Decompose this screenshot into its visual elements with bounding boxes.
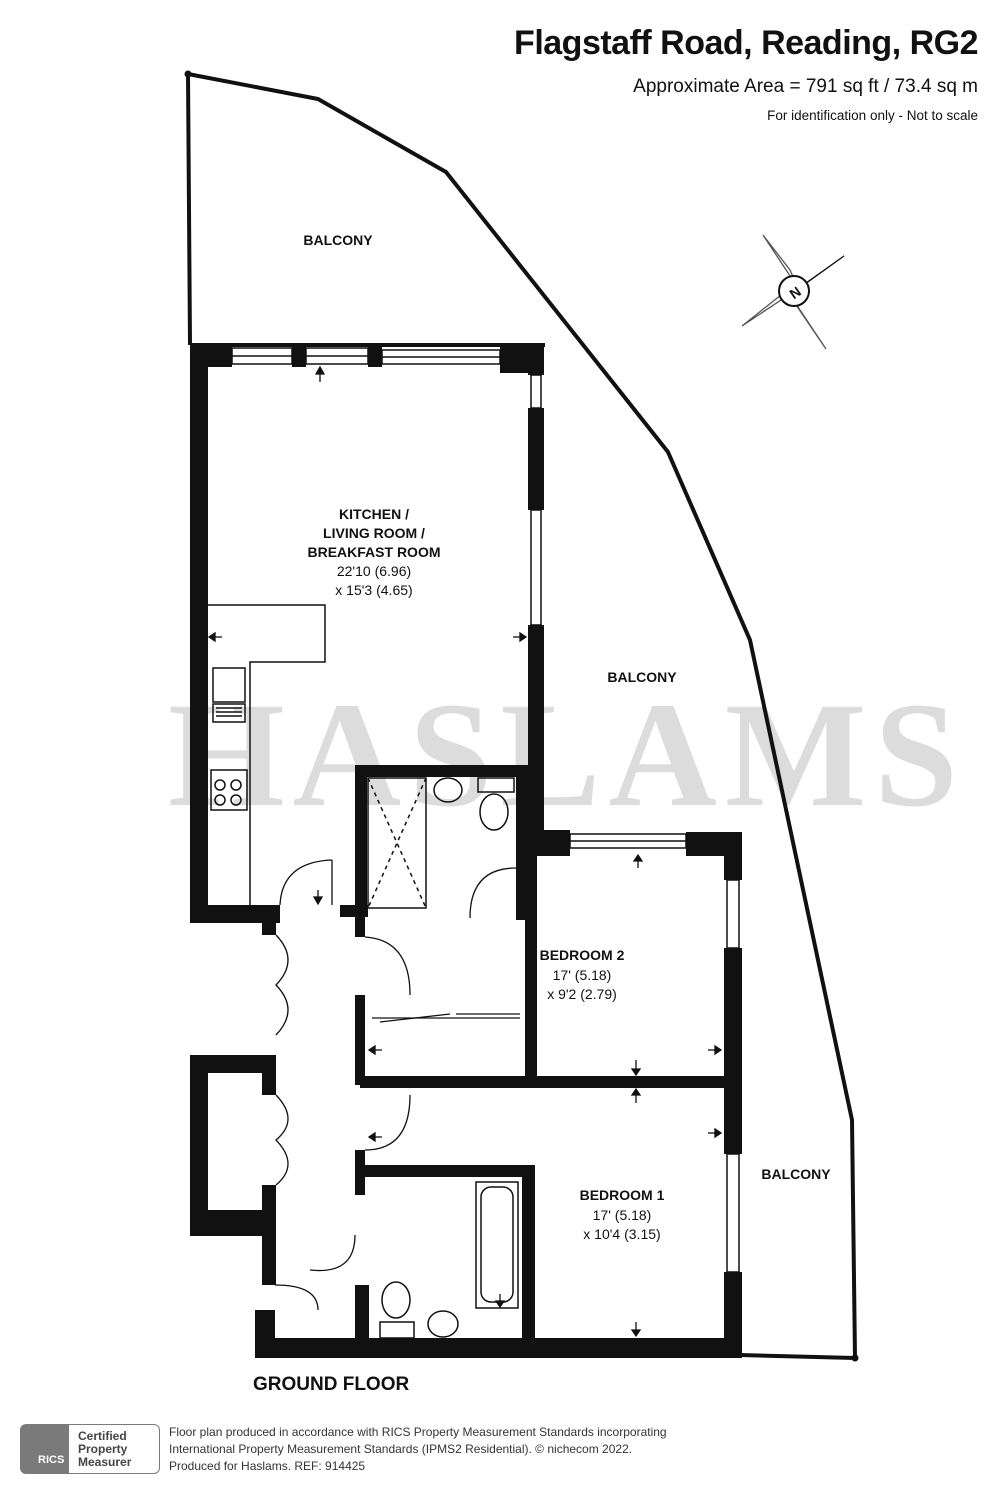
footer-line-1: Floor plan produced in accordance with R… — [169, 1425, 667, 1439]
bathroom-fixtures — [367, 777, 519, 1339]
bedroom2-dimension-1: 17' (5.18) — [553, 967, 612, 983]
kitchen-dimension-2: x 15'3 (4.65) — [335, 582, 412, 598]
bedroom2-dimension-2: x 9'2 (2.79) — [547, 986, 617, 1002]
rics-logo: RICS Certified Property Measurer — [20, 1424, 160, 1474]
rics-badge-text: RICS — [38, 1454, 65, 1466]
rics-line-2: Property — [78, 1442, 128, 1456]
rics-line-1: Certified — [78, 1429, 127, 1443]
corner-dot — [851, 1354, 859, 1362]
balcony-outline — [186, 72, 857, 1360]
watermark-text: HASLAMS — [168, 672, 966, 838]
balcony-mid-label: BALCONY — [607, 669, 677, 685]
rics-box — [68, 1424, 160, 1474]
scale-note: For identification only - Not to scale — [767, 108, 978, 123]
compass-icon: N — [741, 234, 845, 350]
approximate-area: Approximate Area = 791 sq ft / 73.4 sq m — [633, 76, 978, 97]
footer-notes: Floor plan produced in accordance with R… — [169, 1424, 667, 1475]
bedroom1-dimension-2: x 10'4 (3.15) — [583, 1226, 660, 1242]
page-title: Flagstaff Road, Reading, RG2 — [514, 24, 978, 62]
balcony-right-label: BALCONY — [761, 1166, 831, 1182]
dimension-arrows — [207, 365, 723, 1338]
doors — [274, 859, 520, 1311]
bedroom1-name: BEDROOM 1 — [580, 1187, 665, 1203]
bedroom2-name: BEDROOM 2 — [540, 947, 625, 963]
kitchen-name-line2: LIVING ROOM / — [323, 525, 425, 541]
kitchen-units — [208, 604, 326, 905]
bedroom1-dimension-1: 17' (5.18) — [593, 1207, 652, 1223]
footer-line-3: Produced for Haslams. REF: 914425 — [169, 1459, 366, 1473]
walls — [190, 345, 742, 1358]
kitchen-name-line1: KITCHEN / — [339, 506, 409, 522]
rics-badge — [20, 1424, 68, 1474]
footer-line-2: International Property Measurement Stand… — [169, 1442, 633, 1456]
corner-dot — [184, 70, 192, 78]
kitchen-dimension-1: 22'10 (6.96) — [337, 563, 411, 579]
rics-caption: Certified Property Measurer — [78, 1430, 131, 1469]
floor-label: GROUND FLOOR — [253, 1374, 410, 1395]
balcony-top-label: BALCONY — [303, 232, 373, 248]
windows — [231, 347, 740, 1273]
rics-line-3: Measurer — [78, 1455, 132, 1469]
kitchen-name-line3: BREAKFAST ROOM — [308, 544, 441, 560]
